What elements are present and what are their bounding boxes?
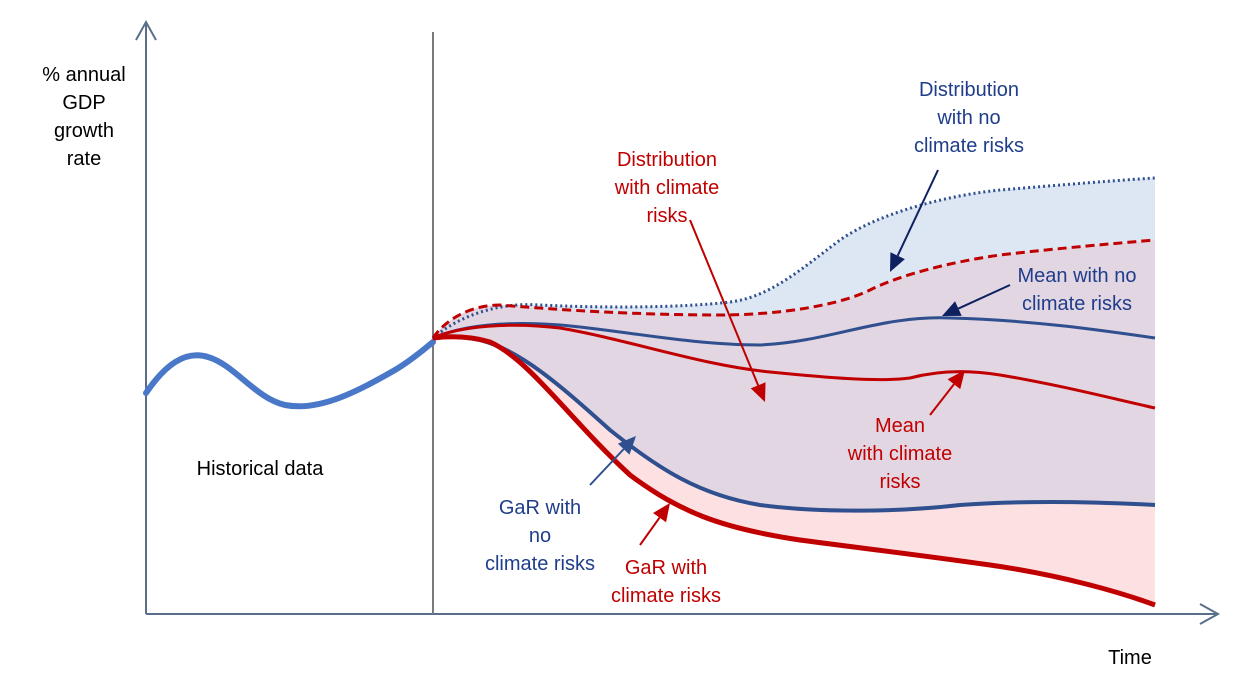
dist-no-climate-upper — [432, 176, 1156, 340]
arrow-dist-no-climate-head — [890, 252, 905, 272]
mean-climate-label: Mean with climate risks — [847, 415, 953, 493]
x-axis-label: Time — [1108, 647, 1152, 669]
arrow-gar-no-climate-line — [589, 448, 625, 486]
fill-upper-no-climate — [433, 178, 1155, 338]
dist-no-climate-label: Distribution with no climate risks — [913, 79, 1024, 157]
mean-no-climate-line — [432, 316, 1156, 347]
dist-climate-upper — [431, 238, 1156, 339]
arrow-gar-no-climate-head — [617, 436, 636, 455]
mean-climate-line — [432, 323, 1156, 410]
y-axis-arrowhead — [135, 19, 157, 41]
arrow-mean-climate-head — [947, 370, 965, 390]
gar-no-climate-label: GaR with no climate risks — [484, 497, 595, 575]
arrow-mean-no-climate-head — [942, 301, 962, 316]
dist-climate-label: Distribution with climate risks — [614, 149, 720, 227]
gar-climate-line — [432, 334, 1156, 608]
historical-line — [143, 339, 436, 410]
historical-data-label: Historical data — [196, 458, 324, 480]
arrow-gar-climate-head — [653, 503, 670, 523]
arrow-mean-no-climate-line — [957, 284, 1011, 310]
arrow-dist-climate-head — [750, 382, 766, 402]
arrow-mean-climate-line — [929, 383, 955, 416]
arrow-gar-climate-line — [639, 517, 661, 546]
fill-lower-climate — [433, 336, 1155, 605]
gar-climate-label: GaR with climate risks — [610, 557, 721, 607]
x-axis-arrowhead — [1199, 603, 1221, 625]
y-axis-label: % annual GDP growth rate — [42, 64, 126, 170]
arrow-dist-climate-line — [689, 219, 760, 386]
mean-no-climate-label: Mean with no climate risks — [1017, 265, 1137, 315]
arrow-dist-no-climate-line — [896, 169, 939, 257]
